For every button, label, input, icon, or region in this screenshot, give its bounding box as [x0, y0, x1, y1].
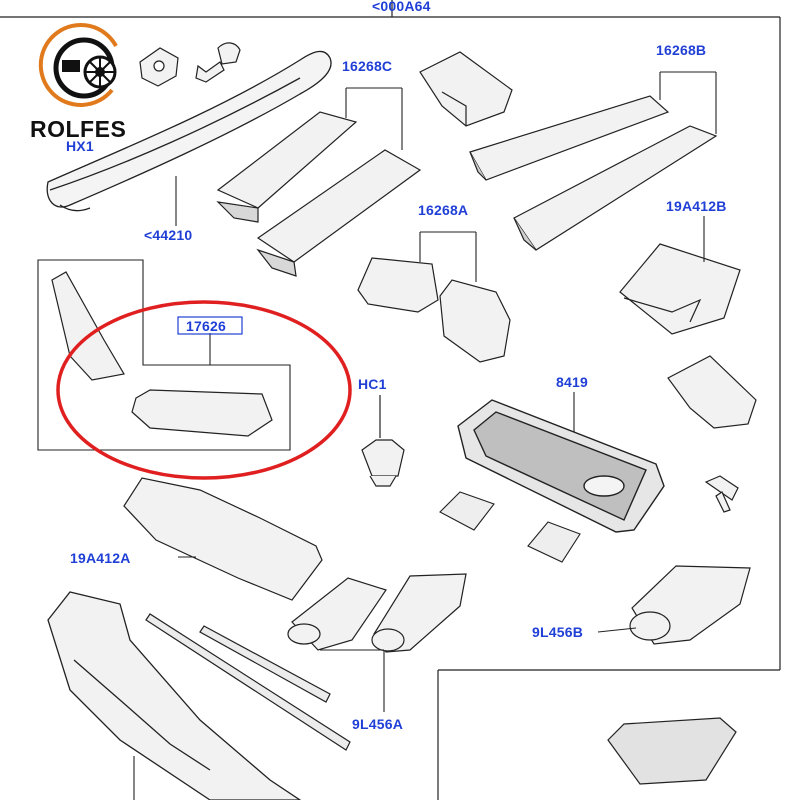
bolt-part	[704, 475, 739, 513]
pad-parts	[439, 491, 581, 563]
vent-part	[607, 717, 737, 785]
trim-strips	[145, 613, 351, 751]
inset-box	[37, 259, 291, 451]
label-19a412a: 19A412A	[70, 550, 131, 566]
part-19a412b	[619, 243, 741, 335]
label-hx1: HX1	[66, 138, 94, 154]
label-9l456b: 9L456B	[532, 624, 584, 640]
label-17626: 17626	[186, 318, 226, 334]
label-hc1: HC1	[358, 376, 387, 392]
bracket-part-right	[667, 355, 757, 429]
part-9l456b	[629, 565, 751, 645]
label-16268b: 16268B	[656, 42, 707, 58]
part-16268a	[357, 257, 511, 363]
rolfes-logo	[38, 22, 118, 107]
label-16268a: 16268A	[418, 202, 469, 218]
frame-lines	[0, 0, 781, 800]
part-16268c	[216, 111, 422, 277]
spoiler-part	[46, 50, 332, 212]
clip-parts-top	[139, 42, 241, 87]
label-17626-box	[177, 316, 243, 335]
bumper-part	[47, 591, 302, 800]
label-19a412b: 19A412B	[666, 198, 727, 214]
label-9l456a: 9L456A	[352, 716, 404, 732]
part-19a412a	[123, 477, 323, 601]
label-8419: 8419	[556, 374, 588, 390]
part-17626	[51, 271, 273, 437]
brand-name: ROLFES	[30, 116, 127, 142]
label-44210: <44210	[144, 227, 193, 243]
part-9l456a	[287, 573, 467, 653]
label-16268c: 16268C	[342, 58, 393, 74]
bracket-part-top	[419, 51, 513, 127]
label-000a64: <000A64	[372, 0, 431, 14]
highlight-ellipse	[56, 300, 352, 480]
part-16268b	[469, 95, 718, 251]
leader-lines	[133, 71, 717, 800]
part-hc1	[361, 395, 405, 487]
part-8419-grille	[457, 399, 665, 533]
